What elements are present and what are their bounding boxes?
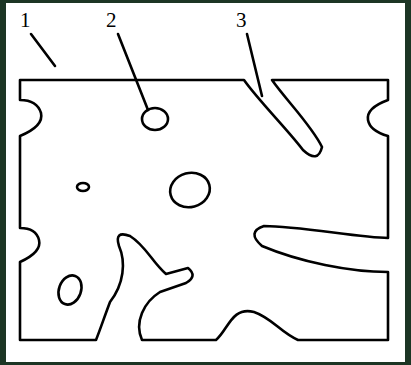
particle	[55, 272, 86, 308]
phase-boundary	[20, 80, 388, 340]
particle	[166, 168, 213, 211]
callout-number: 2	[106, 10, 117, 31]
leader-line	[31, 34, 55, 66]
particle	[77, 183, 89, 191]
callout-number: 1	[20, 10, 31, 31]
leader-line	[247, 34, 262, 96]
particle	[142, 108, 168, 130]
callout-number: 3	[236, 10, 247, 31]
leader-line	[118, 34, 148, 110]
